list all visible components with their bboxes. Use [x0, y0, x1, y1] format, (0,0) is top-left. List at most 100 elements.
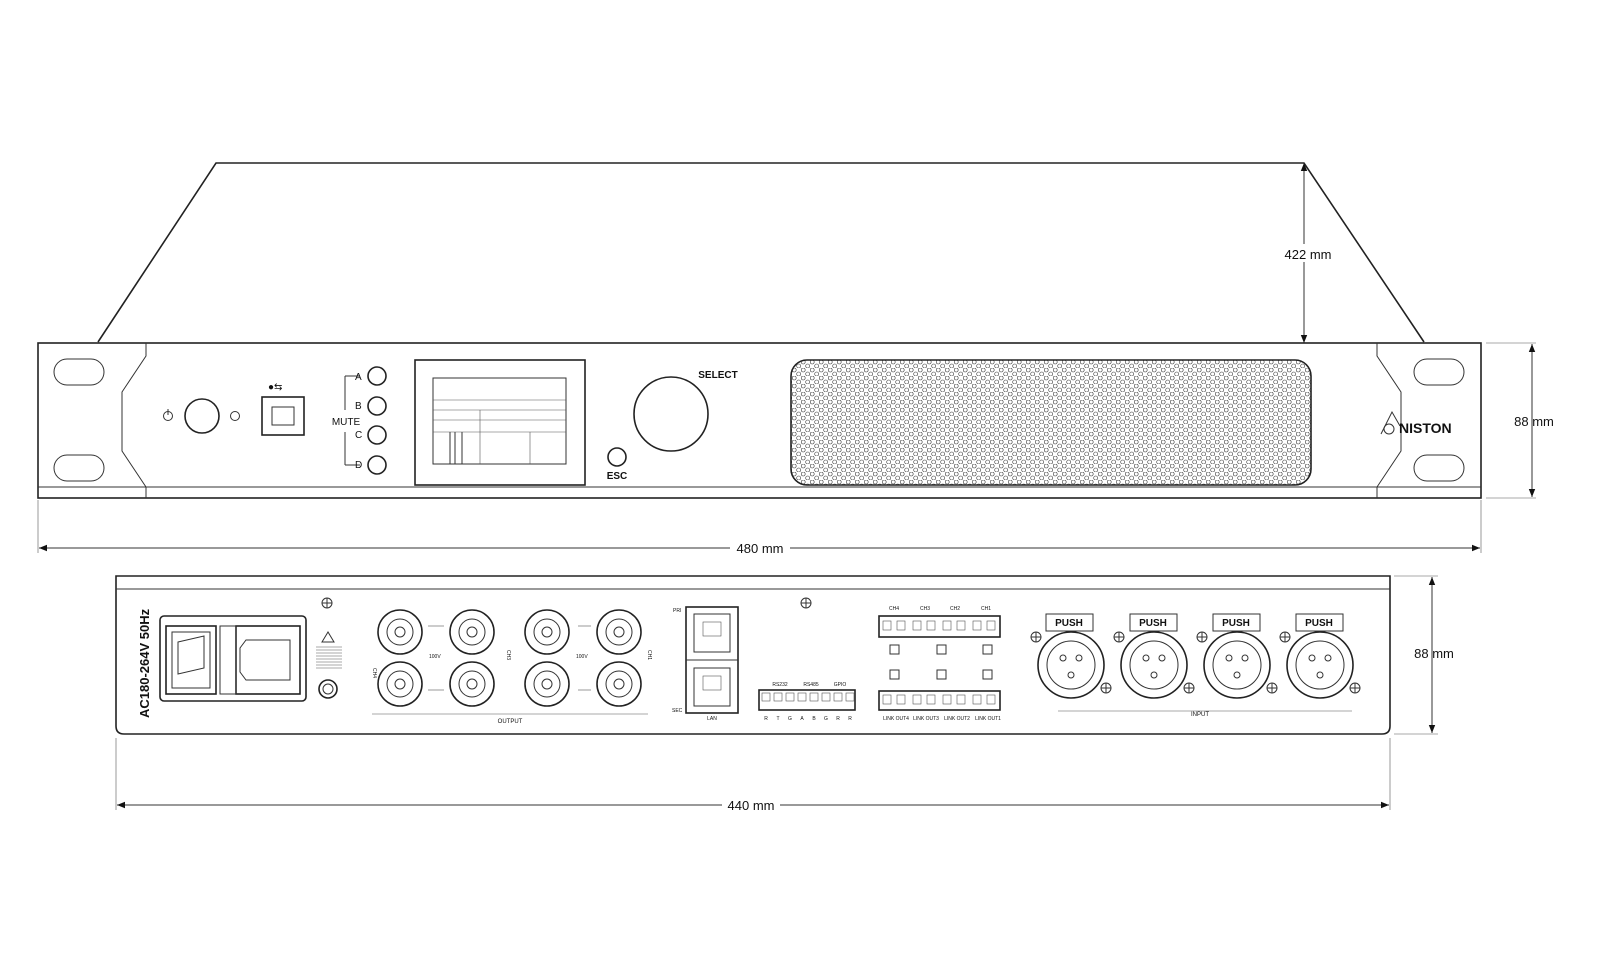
push-label: PUSH — [1305, 618, 1333, 629]
output-label: OUTPUT — [498, 719, 523, 725]
port-pin-label: T — [776, 716, 779, 722]
output-binding-post[interactable] — [596, 661, 642, 707]
brand-logo-icon — [1380, 410, 1401, 435]
port-pin-label: R — [848, 716, 852, 722]
link-ch-label: CH1 — [981, 606, 991, 612]
depth-dimension-label: 422 mm — [1285, 247, 1332, 262]
push-tab — [1045, 613, 1094, 632]
output-binding-post[interactable] — [377, 661, 423, 707]
link-out-label: LINK OUT2 — [944, 716, 970, 722]
port-group-label: RS232 — [772, 682, 788, 688]
front-width-dimension-label: 480 mm — [737, 541, 784, 556]
ventilation-grille — [790, 359, 1312, 486]
left-rack-ear — [121, 343, 147, 498]
mute-button-b[interactable] — [367, 396, 387, 416]
power-button[interactable] — [184, 398, 220, 434]
screw-icon — [800, 597, 812, 609]
rear-panel — [115, 575, 1391, 735]
screw-icon — [1030, 631, 1361, 694]
esc-button[interactable] — [607, 447, 627, 467]
rack-slot-top-right — [1413, 358, 1465, 386]
link-ch-label: CH2 — [950, 606, 960, 612]
power-module — [159, 615, 307, 702]
push-label: PUSH — [1222, 618, 1250, 629]
mute-label: MUTE — [332, 417, 361, 428]
channel-label-a: A — [355, 372, 362, 383]
push-label: PUSH — [1139, 618, 1167, 629]
mute-button-a[interactable] — [367, 366, 387, 386]
front-faceplate — [37, 342, 1482, 499]
xlr-input-connector[interactable] — [1120, 631, 1188, 699]
lan-port-pri[interactable] — [693, 613, 731, 653]
fuse-holder[interactable] — [318, 679, 338, 699]
lan-port-sec[interactable] — [693, 667, 731, 707]
power-rating-label: AC180-264V 50Hz — [137, 608, 152, 718]
link-output-terminal-block[interactable] — [878, 690, 1001, 711]
push-tab — [1295, 613, 1344, 632]
mute-button-d[interactable] — [367, 455, 387, 475]
mute-bracket — [344, 375, 360, 466]
rack-slot-bottom-right — [1413, 454, 1465, 482]
xlr-input-connector[interactable] — [1203, 631, 1271, 699]
volt-label: 100V — [429, 654, 441, 660]
link-mid-sockets — [889, 644, 993, 680]
link-input-terminal-block[interactable] — [878, 615, 1001, 638]
push-tab — [1129, 613, 1178, 632]
xlr-inputs — [1030, 613, 1361, 712]
ch-side-label: CH1 — [646, 650, 652, 660]
select-label: SELECT — [698, 370, 737, 381]
warning-text-block — [316, 646, 342, 669]
lcd-display — [432, 377, 567, 465]
push-tab — [1212, 613, 1261, 632]
rear-width-dimension-label: 440 mm — [728, 798, 775, 813]
power-switch[interactable] — [165, 625, 217, 695]
warning-icon — [321, 631, 335, 643]
link-out-label: LINK OUT3 — [913, 716, 939, 722]
output-binding-post[interactable] — [596, 609, 642, 655]
select-knob[interactable] — [633, 376, 709, 452]
usb-port[interactable] — [261, 396, 305, 436]
esc-label: ESC — [607, 471, 628, 482]
link-ch-label: CH4 — [889, 606, 899, 612]
rack-slot-top-left — [53, 358, 105, 386]
output-binding-post[interactable] — [524, 609, 570, 655]
xlr-input-connector[interactable] — [1286, 631, 1354, 699]
output-binding-post[interactable] — [524, 661, 570, 707]
front-height-dimension-label: 88 mm — [1514, 414, 1554, 429]
push-label: PUSH — [1055, 618, 1083, 629]
lcd-display-bezel — [414, 359, 586, 486]
right-rack-ear — [1376, 343, 1402, 498]
output-binding-post[interactable] — [449, 661, 495, 707]
input-label: INPUT — [1191, 712, 1209, 718]
usb-icon: ●⇆ — [268, 382, 282, 393]
rear-height-dimension-label: 88 mm — [1414, 646, 1454, 661]
port-group-label: GPIO — [834, 682, 847, 688]
power-led — [230, 411, 240, 421]
volt-label: 100V — [576, 654, 588, 660]
link-out-label: LINK OUT1 — [975, 716, 1001, 722]
output-binding-post[interactable] — [377, 609, 423, 655]
xlr-input-connector[interactable] — [1037, 631, 1105, 699]
front-view: 422 mm ●⇆ MUTE A B C D — [37, 162, 1554, 556]
port-pin-label: B — [812, 716, 816, 722]
port-pin-label: A — [800, 716, 804, 722]
channel-label-b: B — [355, 401, 362, 412]
control-terminal-block[interactable] — [758, 689, 856, 711]
lan-pri-label: PRI — [673, 608, 681, 614]
port-pin-label: R — [836, 716, 840, 722]
rear-view: AC180-264V 50Hz — [115, 575, 1454, 813]
port-pin-label: G — [788, 716, 792, 722]
channel-label-c: C — [355, 430, 362, 441]
mute-button-c[interactable] — [367, 425, 387, 445]
channel-label-d: D — [355, 460, 362, 471]
rack-slot-bottom-left — [53, 454, 105, 482]
output-binding-post[interactable] — [449, 609, 495, 655]
ch-side-label: CH3 — [505, 650, 511, 660]
output-terminals — [372, 609, 648, 715]
port-group-label: RS485 — [803, 682, 819, 688]
chassis-top-outline — [97, 162, 1425, 343]
screw-icon — [321, 597, 333, 609]
power-icon — [163, 409, 173, 421]
ch-side-label: CH4 — [371, 668, 377, 678]
